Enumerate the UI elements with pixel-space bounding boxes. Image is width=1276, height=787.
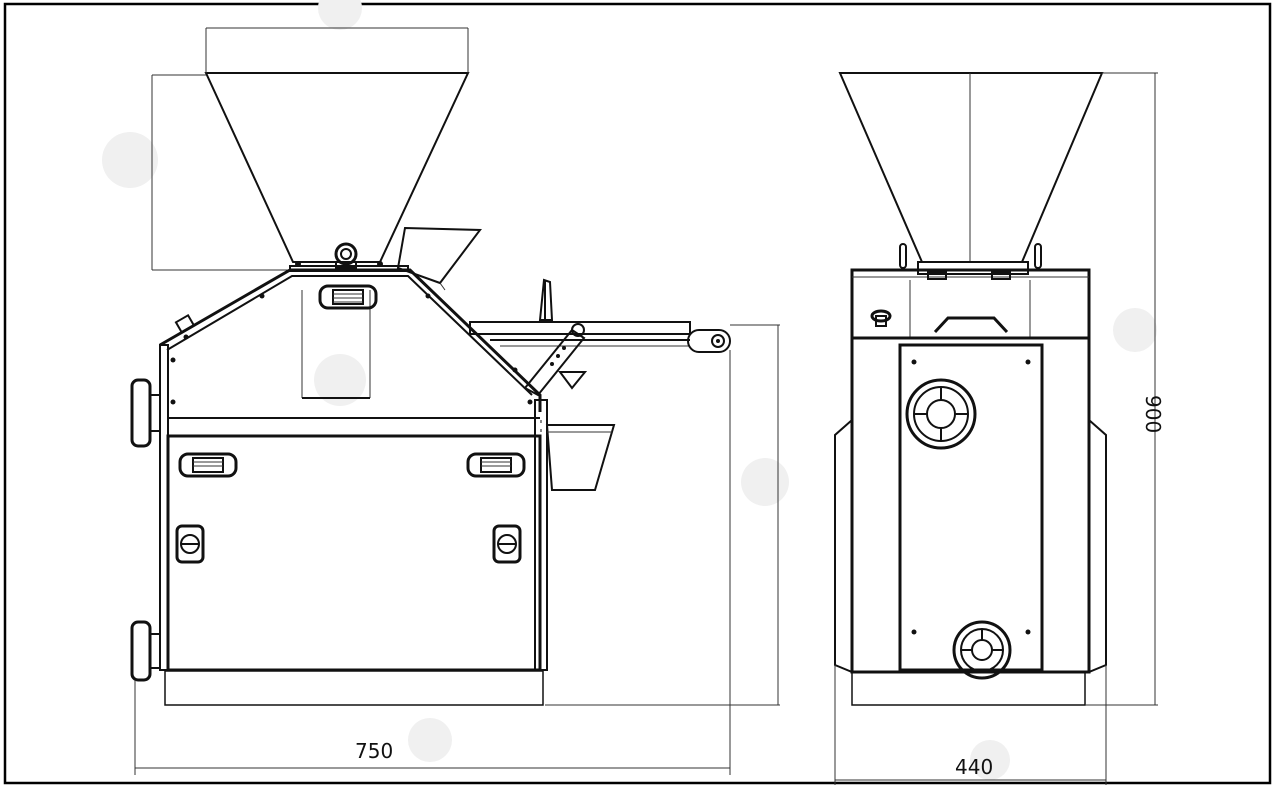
conveyor: [469, 278, 731, 397]
side-width-dimension: 750: [134, 350, 731, 775]
front-handwheel-lower: [952, 620, 1012, 680]
side-hopper-height-dim: [151, 74, 290, 271]
handwheel-upper: [130, 378, 161, 448]
front-width-dimension: 440: [834, 665, 1107, 785]
lifting-eye: [334, 242, 358, 269]
hopper-clamps: [899, 243, 1042, 338]
latch-left: [175, 524, 205, 564]
front-base: [851, 671, 1086, 706]
output-tray: [545, 424, 616, 491]
side-hopper: [204, 27, 470, 263]
fasteners: [170, 261, 533, 405]
front-handwheel-upper: [905, 378, 977, 450]
front-width-label: 440: [955, 755, 993, 779]
lower-handle-left: [178, 452, 238, 478]
front-view: [834, 72, 1107, 706]
side-width-label: 750: [355, 739, 393, 763]
front-hopper: [838, 72, 1104, 263]
handwheel-lower: [130, 620, 161, 682]
stop-button-icon: [870, 309, 892, 327]
latch-right: [492, 524, 522, 564]
front-height-dimension: 900: [1085, 72, 1165, 706]
conveyor-height-dimension: [545, 324, 780, 706]
top-handle: [318, 284, 378, 310]
front-fasteners: [911, 359, 1031, 635]
flour-chute: [396, 226, 482, 291]
lower-handle-right: [466, 452, 526, 478]
side-base: [164, 670, 544, 706]
front-top-handle: [933, 316, 1009, 334]
watermark: [102, 0, 1157, 780]
side-view: [130, 27, 731, 706]
drawing-border: [3, 2, 1272, 785]
front-height-label: 900: [1141, 395, 1165, 433]
